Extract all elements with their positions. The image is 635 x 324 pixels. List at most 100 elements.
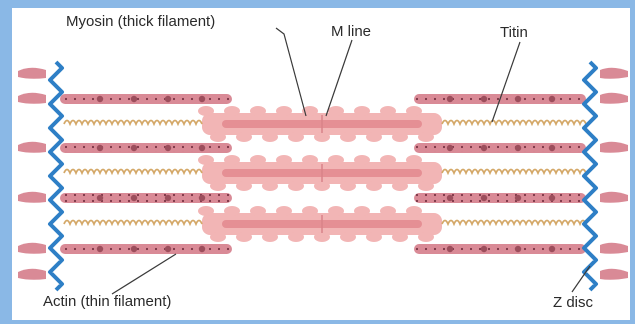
actin-bead [549, 195, 555, 201]
myosin-head [276, 206, 292, 216]
myosin-head [418, 181, 434, 191]
myosin-head [328, 206, 344, 216]
myosin-head [224, 206, 240, 216]
myosin-head [380, 106, 396, 116]
myosin-head [340, 181, 356, 191]
actin-bead [97, 96, 103, 102]
actin-bead [131, 246, 137, 252]
actin-stub-left [18, 192, 46, 203]
actin-bead [165, 195, 171, 201]
myosin-head [250, 155, 266, 165]
myosin-head [392, 181, 408, 191]
actin-stub-right [600, 142, 628, 153]
myosin-head [236, 132, 252, 142]
actin-bead [199, 145, 205, 151]
myosin-head [224, 155, 240, 165]
myosin-head [380, 206, 396, 216]
titin-coil-left [64, 121, 202, 125]
actin-bead [447, 145, 453, 151]
actin-bead [165, 246, 171, 252]
myosin-head [262, 132, 278, 142]
myosin-head [250, 106, 266, 116]
actin-stub-right [600, 269, 628, 280]
myosin-head [276, 106, 292, 116]
actin-bead [165, 145, 171, 151]
myosin-head [392, 232, 408, 242]
myosin-head [354, 206, 370, 216]
m-line-label: M line [331, 24, 371, 39]
myosin-head [198, 155, 214, 165]
myosin-head [406, 155, 422, 165]
myosin-head [262, 181, 278, 191]
titin-coil-right [442, 221, 586, 225]
z-disc-label: Z disc [553, 295, 593, 310]
myosin-head [340, 232, 356, 242]
actin-bead [199, 246, 205, 252]
myosin-head [314, 181, 330, 191]
actin-bead [131, 195, 137, 201]
myosin-head [198, 106, 214, 116]
myosin-head [236, 181, 252, 191]
actin-bead [481, 145, 487, 151]
myosin-head [328, 106, 344, 116]
actin-bead [549, 96, 555, 102]
actin-bead [97, 246, 103, 252]
label-pointers [112, 28, 590, 294]
actin-stub-right [600, 243, 628, 254]
actin-stub-left [18, 142, 46, 153]
actin-bead [447, 195, 453, 201]
actin-bead [199, 195, 205, 201]
myosin-head [418, 132, 434, 142]
myosin-head [328, 155, 344, 165]
myosin-head [250, 206, 266, 216]
myosin-label: Myosin (thick filament) [66, 14, 215, 29]
actin-stub-left [18, 243, 46, 254]
myosin-head [210, 232, 226, 242]
actin-dots-right [416, 194, 584, 202]
myosin-pointer [276, 28, 306, 116]
myosin-head [288, 132, 304, 142]
actin-label: Actin (thin filament) [43, 294, 171, 309]
myosin-head [392, 132, 408, 142]
myosin-head [366, 181, 382, 191]
myosin-filaments [198, 106, 442, 242]
myosin-head [406, 206, 422, 216]
actin-bead [481, 246, 487, 252]
myosin-head [314, 232, 330, 242]
actin-stub-right [600, 68, 628, 79]
titin-coil-right [442, 170, 586, 174]
titin-label: Titin [500, 25, 528, 40]
actin-bead [515, 195, 521, 201]
actin-stub-right [600, 192, 628, 203]
titin-coil-right [442, 121, 586, 125]
myosin-head [288, 232, 304, 242]
actin-bead [447, 96, 453, 102]
titin-pointer [492, 42, 520, 122]
myosin-head [288, 181, 304, 191]
actin-stub-left [18, 68, 46, 79]
myosin-head [236, 232, 252, 242]
actin-bead [447, 246, 453, 252]
myosin-head [198, 206, 214, 216]
actin-stub-left [18, 269, 46, 280]
myosin-head [262, 232, 278, 242]
myosin-head [380, 155, 396, 165]
myosin-head [302, 155, 318, 165]
titin-coil-left [64, 170, 202, 174]
myosin-head [224, 106, 240, 116]
m-line-pointer [326, 40, 352, 116]
z-disc-left [50, 62, 62, 290]
myosin-head [314, 132, 330, 142]
actin-bead [199, 96, 205, 102]
actin-bead [131, 96, 137, 102]
actin-bead [481, 96, 487, 102]
actin-stub-left [18, 93, 46, 104]
actin-bead [97, 195, 103, 201]
myosin-head [366, 132, 382, 142]
myosin-head [366, 232, 382, 242]
actin-pointer [112, 254, 176, 294]
actin-bead [97, 145, 103, 151]
z-disc-right [584, 62, 596, 290]
